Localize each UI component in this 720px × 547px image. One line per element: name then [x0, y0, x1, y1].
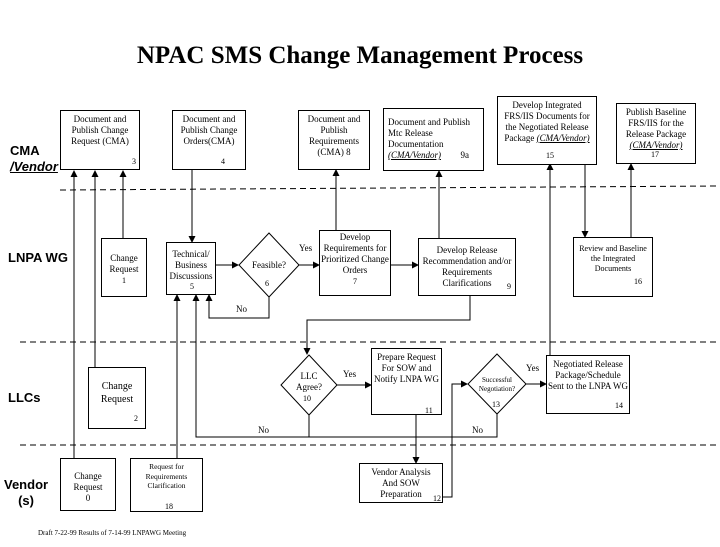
step-14-number: 14: [615, 401, 623, 410]
step-4-text: Document and Publish Change Orders(CMA): [180, 114, 238, 146]
step-10-text: LLC Agree?: [296, 371, 322, 392]
step-11-number: 11: [425, 406, 433, 415]
lane-vendor-text: Vendor: [4, 477, 49, 492]
step-18-box: Request for Requirements Clarification 1…: [130, 458, 203, 512]
step-7-number: 7: [353, 277, 357, 286]
step-3-box: Document and Publish Change Request (CMA…: [60, 110, 140, 170]
yes-label-llc-agree: Yes: [343, 369, 357, 379]
step-17-owner: (CMA/Vendor): [629, 140, 683, 150]
step-2-text: Change Request: [100, 381, 134, 405]
step-15-box: Develop Integrated FRS/IIS Documents for…: [497, 96, 597, 165]
step-12-text: Vendor Analysis And SOW Preparation: [371, 467, 431, 499]
step-7-text: Develop Requirements for Prioritized Cha…: [321, 232, 389, 275]
step-17-number: 17: [651, 150, 659, 159]
yes-label-negotiation: Yes: [526, 363, 540, 373]
step-8-text: Document and Publish Requirements (CMA) …: [307, 114, 361, 157]
yes-label-feasible: Yes: [299, 243, 313, 253]
step-9a-number: 9a: [460, 150, 470, 160]
step-1-text: Change Request: [109, 253, 139, 274]
lane-cma-text: CMA: [10, 143, 40, 158]
lane-label-llcs: LLCs: [8, 390, 41, 405]
step-17-text: Publish Baseline FRS/IIS for the Release…: [625, 107, 687, 139]
lane-divider: [59, 185, 720, 191]
step-14-text: Negotiated Release Package/Schedule Sent…: [547, 359, 628, 391]
step-1-box: Change Request 1: [101, 238, 147, 297]
step-2-number: 2: [134, 414, 138, 423]
step-14-box: Negotiated Release Package/Schedule Sent…: [546, 355, 630, 414]
step-18-text: Request for Requirements Clarification: [145, 462, 188, 490]
page-title: NPAC SMS Change Management Process: [136, 42, 584, 69]
step-0-text: Change Request: [73, 471, 103, 492]
step-0-number: 0: [85, 493, 91, 503]
step-13-text: Successful Negotiation?: [478, 376, 516, 393]
step-9-number: 9: [507, 282, 511, 291]
step-4-box: Document and Publish Change Orders(CMA) …: [172, 110, 246, 170]
step-10-number: 10: [303, 394, 311, 403]
lane-label-lnpa: LNPA WG: [8, 250, 68, 265]
step-15-owner: (CMA/Vendor): [536, 133, 590, 143]
no-label-llc-agree: No: [258, 425, 269, 435]
step-17-box: Publish Baseline FRS/IIS for the Release…: [616, 103, 696, 164]
step-5-number: 5: [190, 282, 194, 291]
step-12-number: 12: [433, 494, 441, 503]
no-label-feasible: No: [236, 304, 247, 314]
step-3-number: 3: [132, 157, 136, 166]
step-16-number: 16: [634, 277, 642, 286]
lane-label-cma: CMA /Vendor: [10, 143, 58, 175]
lane-vendor-s-text: (s): [18, 493, 34, 508]
step-2-box: Change Request 2: [88, 367, 146, 429]
step-5-text: Technical/ Business Discussions: [169, 249, 213, 281]
no-label-negotiation: No: [472, 425, 483, 435]
step-4-number: 4: [221, 157, 225, 166]
step-15-number: 15: [546, 151, 554, 160]
step-18-number: 18: [165, 501, 173, 511]
step-3-text: Document and Publish Change Request (CMA…: [71, 114, 129, 146]
step-9a-box: Document and Publish Mtc Release Documen…: [383, 108, 484, 171]
step-12-box: Vendor Analysis And SOW Preparation 12: [359, 463, 443, 503]
lane-cma-vendor-text: /Vendor: [10, 159, 58, 174]
step-11-box: Prepare Request For SOW and Notify LNPA …: [371, 348, 442, 415]
step-13-number: 13: [492, 400, 500, 409]
step-9-text: Develop Release Recommendation and/or Re…: [422, 245, 512, 288]
step-7-box: Develop Requirements for Prioritized Cha…: [319, 230, 391, 296]
lane-label-vendor: Vendor (s): [4, 477, 48, 509]
step-5-box: Technical/ Business Discussions 5: [166, 242, 216, 295]
step-8-box: Document and Publish Requirements (CMA) …: [298, 110, 370, 170]
footer-note: Draft 7-22-99 Results of 7-14-99 LNPAWG …: [38, 529, 187, 537]
step-9a-owner: (CMA/Vendor): [388, 150, 441, 160]
step-9-box: Develop Release Recommendation and/or Re…: [418, 238, 516, 296]
step-9a-text: Document and Publish Mtc Release Documen…: [388, 117, 470, 149]
step-16-box: Review and Baseline the Integrated Docum…: [573, 237, 653, 297]
step-11-text: Prepare Request For SOW and Notify LNPA …: [373, 352, 439, 384]
step-0-box: Change Request 0: [60, 458, 116, 511]
step-1-number: 1: [122, 276, 126, 285]
step-16-text: Review and Baseline the Integrated Docum…: [579, 244, 647, 273]
step-6-text: Feasible?: [252, 260, 286, 270]
step-6-number: 6: [265, 279, 269, 288]
step-15-text: Develop Integrated FRS/IIS Documents for…: [504, 100, 590, 143]
